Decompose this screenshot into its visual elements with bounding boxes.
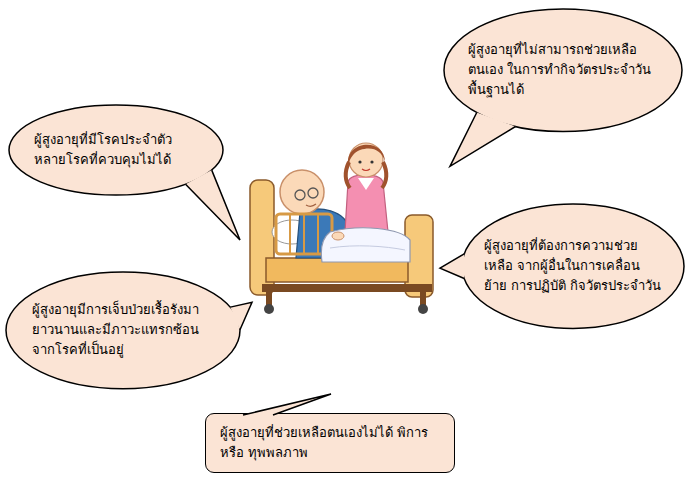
bubble-tail bbox=[450, 112, 515, 166]
blanket-fold bbox=[330, 246, 405, 250]
nurse-hair bbox=[346, 162, 350, 188]
box-tail-shape bbox=[243, 394, 331, 415]
callout-text-group: ผู้สูงอายุที่ไม่สามารถช่วยเหลือตนเอง ในก… bbox=[468, 40, 658, 100]
bubble-ellipse bbox=[444, 9, 682, 132]
bed-rail bbox=[262, 284, 432, 292]
side-rail bbox=[303, 214, 305, 254]
bed-wheel bbox=[264, 304, 274, 314]
callout-text-group: ผู้สูงอายุที่มีโรคประจำตัว หลายโรคที่ควบ… bbox=[34, 130, 199, 170]
callout-text: ผู้สูงอายุที่ช่วยเหลือตนเองไม่ได้ พิการห… bbox=[220, 423, 440, 463]
callout-text-group: ผู้สูงอายุที่ต้องการความช่วยเหลือ จากผู้… bbox=[484, 236, 662, 296]
nurse-shirt bbox=[345, 175, 388, 233]
speech-bubble: ผู้สูงอายุที่ไม่สามารถช่วยเหลือตนเอง ในก… bbox=[443, 8, 683, 133]
bubble-tail bbox=[230, 302, 252, 329]
nurse-hair bbox=[348, 145, 385, 165]
bubble-tail bbox=[186, 170, 240, 240]
speech-bubble: ผู้สูงอายุที่ต้องการความช่วยเหลือ จากผู้… bbox=[461, 203, 685, 329]
patient-mouth bbox=[306, 204, 316, 206]
nurse-collar bbox=[358, 178, 374, 190]
callout-text-group: ผู้สูงอายุมีการเจ็บป่วยเรื้อรังมา ยาวนาน… bbox=[32, 300, 214, 360]
side-rail bbox=[317, 214, 319, 254]
box-tail bbox=[206, 414, 207, 415]
patient-head bbox=[280, 170, 324, 214]
speech-bubble: ผู้สูงอายุที่มีโรคประจำตัว หลายโรคที่ควบ… bbox=[8, 104, 224, 196]
nurse-mouth bbox=[362, 169, 370, 171]
callout-box: ผู้สูงอายุที่ช่วยเหลือตนเองไม่ได้ พิการห… bbox=[205, 413, 455, 473]
blanket bbox=[321, 228, 410, 262]
nurse-eye bbox=[370, 160, 373, 163]
bubble-outline bbox=[8, 104, 224, 196]
bed-wheel bbox=[418, 304, 428, 314]
bubble-tail bbox=[440, 254, 464, 279]
callout-text: ผู้สูงอายุที่มีโรคประจำตัว หลายโรคที่ควบ… bbox=[34, 130, 199, 170]
patient-glasses bbox=[295, 190, 305, 200]
speech-bubble: ผู้สูงอายุมีการเจ็บป่วยเรื้อรังมา ยาวนาน… bbox=[5, 271, 241, 390]
bed-leg bbox=[266, 292, 272, 306]
callout-text: ผู้สูงอายุมีการเจ็บป่วยเรื้อรังมา ยาวนาน… bbox=[32, 300, 214, 360]
bubble-ellipse bbox=[462, 204, 684, 328]
nurse-eye bbox=[358, 160, 361, 163]
callout-text-group: ผู้สูงอายุที่ช่วยเหลือตนเองไม่ได้ พิการห… bbox=[220, 423, 440, 463]
nurse-hair bbox=[382, 162, 386, 188]
side-rail bbox=[289, 214, 291, 254]
bed-leg bbox=[420, 292, 426, 306]
patient-glasses bbox=[308, 188, 318, 198]
patient-hand bbox=[332, 232, 344, 240]
callout-text: ผู้สูงอายุที่ต้องการความช่วยเหลือ จากผู้… bbox=[484, 236, 662, 296]
callout-text: ผู้สูงอายุที่ไม่สามารถช่วยเหลือตนเอง ในก… bbox=[468, 40, 658, 100]
bubble-ellipse bbox=[6, 272, 240, 389]
